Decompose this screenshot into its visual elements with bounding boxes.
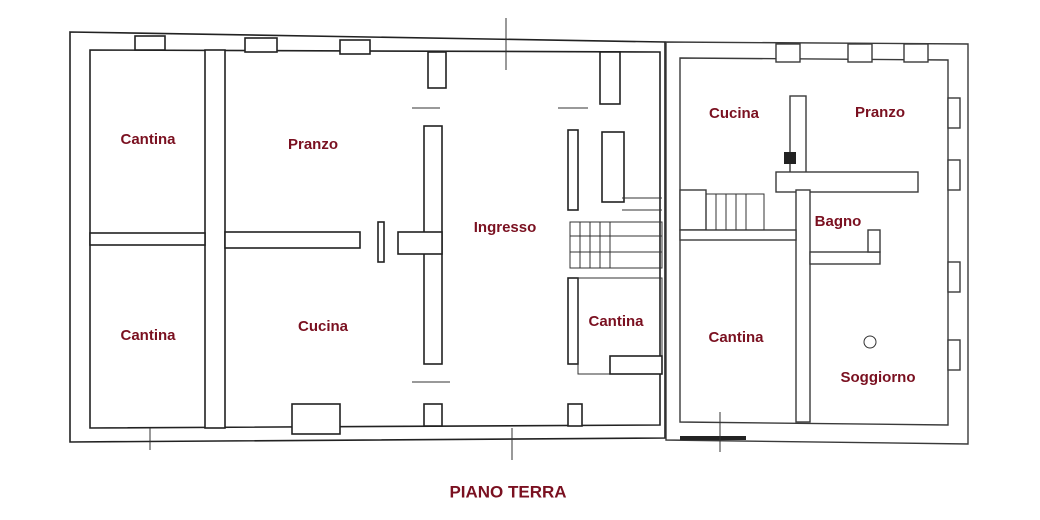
- room-label-cantina-3: Cantina: [588, 313, 644, 330]
- right-building: [665, 41, 969, 452]
- room-label-pranzo-1: Pranzo: [288, 136, 338, 153]
- wall-pranzo-v: [789, 95, 807, 185]
- room-label-cucina-2: Cucina: [709, 105, 760, 122]
- left-building: [69, 18, 666, 460]
- wall-ingresso-r1: [567, 129, 579, 211]
- wall-bagno-stub: [867, 229, 881, 253]
- room-label-pranzo-2: Pranzo: [855, 104, 905, 121]
- wall-pranzo-h: [775, 171, 919, 193]
- column: [863, 335, 877, 349]
- room-label-soggiorno: Soggiorno: [841, 369, 916, 386]
- chimney: [784, 152, 796, 164]
- wall-cucina-2: [679, 189, 707, 231]
- wall-top-stub-2: [599, 51, 621, 105]
- wall-bagno-h: [809, 251, 881, 265]
- room-label-cucina-1: Cucina: [298, 318, 349, 335]
- room-label-cantina-2: Cantina: [120, 327, 176, 344]
- room-labels: Cantina Cantina Pranzo Cucina Ingresso C…: [120, 104, 915, 386]
- right-outer-wall: [665, 41, 969, 445]
- wall-ingresso-r3: [601, 131, 625, 203]
- fireplace: [291, 403, 341, 435]
- room-label-cantina-1: Cantina: [120, 131, 176, 148]
- floor-title: PIANO TERRA: [449, 482, 566, 501]
- left-outer-wall: [69, 31, 666, 443]
- stair-right: [705, 193, 765, 231]
- wall-top-stub-1: [427, 51, 447, 89]
- room-label-bagno: Bagno: [815, 213, 862, 230]
- stair-left: [569, 197, 663, 269]
- wall-v-cantina: [204, 49, 226, 429]
- wall-bagno: [795, 189, 811, 423]
- wall-cantina-3-notch: [609, 355, 663, 375]
- wall-cantina-4-top: [679, 229, 797, 241]
- room-label-ingresso: Ingresso: [474, 219, 537, 236]
- wall-ingresso-r2: [567, 277, 579, 365]
- wall-h-cantina: [89, 232, 206, 246]
- wall-stub-1: [377, 221, 385, 263]
- wall-h-pranzo: [224, 231, 361, 249]
- wall-cross-h: [397, 231, 443, 255]
- room-label-cantina-4: Cantina: [708, 329, 764, 346]
